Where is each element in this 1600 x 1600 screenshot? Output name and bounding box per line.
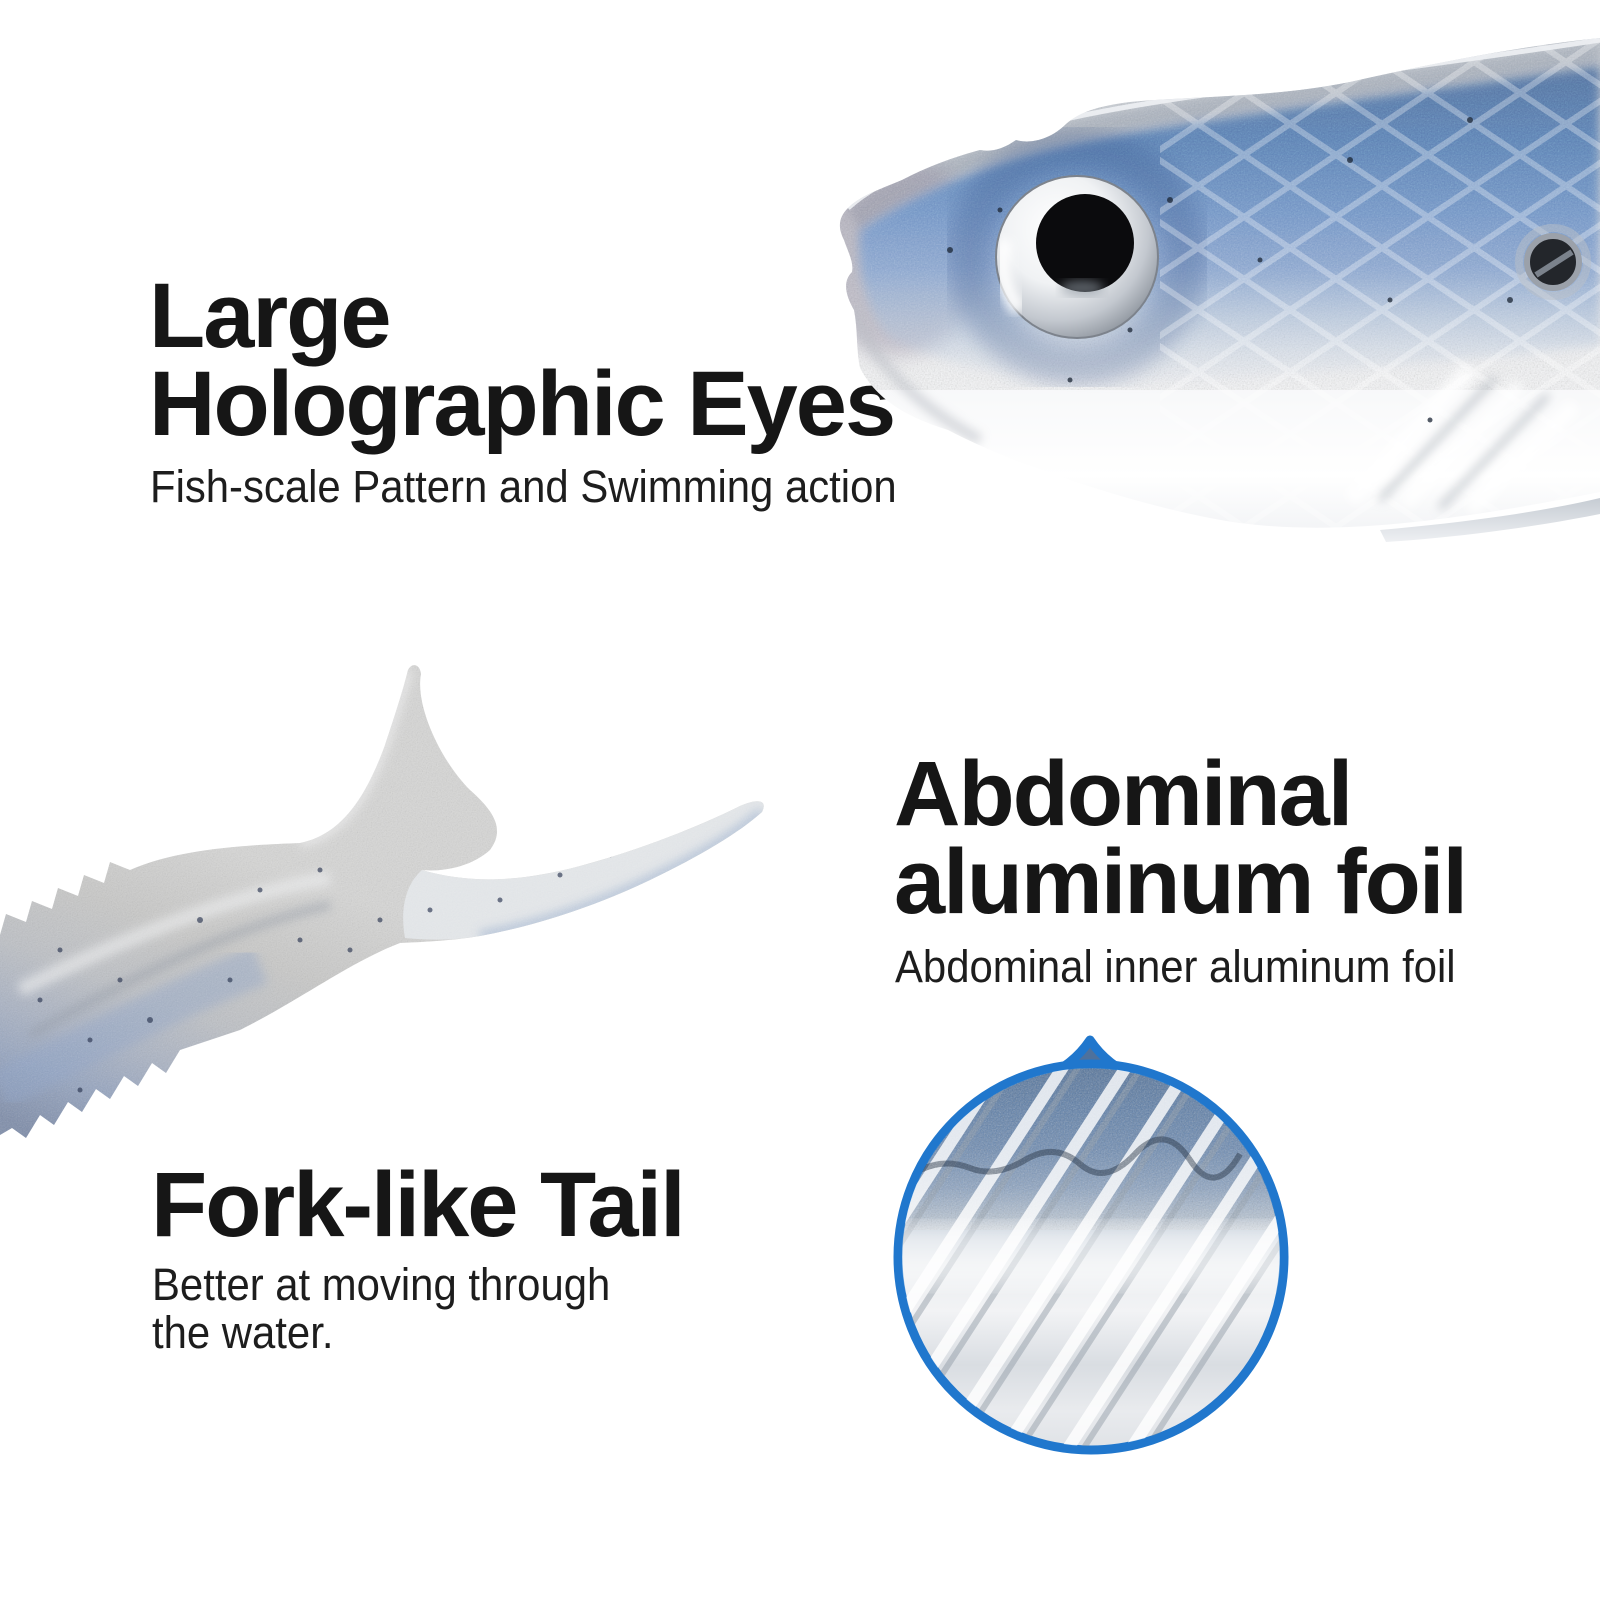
eyes-feature-title-line1: Large [149, 265, 392, 367]
eyes-feature-title-line2: Holographic Eyes [149, 353, 896, 455]
fish-head-photo [839, 38, 1600, 542]
foil-feature-subtitle: Abdominal inner aluminum foil [895, 941, 1456, 992]
tail-feature-subtitle: Better at moving through the water. [152, 1261, 610, 1357]
fork-tail-photo [0, 665, 764, 1139]
belly-fin-sliver [1380, 498, 1600, 542]
foil-feature-title-line2: aluminum foil [894, 831, 1468, 933]
foil-feature-title: Abdominal aluminum foil [894, 743, 1468, 933]
holographic-eye [994, 175, 1159, 339]
tail-feature-subtitle-line1: Better at moving through [152, 1259, 611, 1310]
hook-hole [1515, 224, 1591, 300]
tail-feature-subtitle-line2: the water. [152, 1307, 334, 1358]
foil-macro-photo [893, 1035, 1289, 1455]
eyes-feature-subtitle: Fish-scale Pattern and Swimming action [150, 461, 897, 512]
eye-pupil [1036, 194, 1134, 292]
eyes-feature-title: Large Holographic Eyes [149, 265, 896, 455]
foil-feature-title-line1: Abdominal [894, 743, 1353, 845]
tail-feature-title: Fork-like Tail [151, 1154, 686, 1256]
glitter-speckles [947, 117, 1513, 423]
